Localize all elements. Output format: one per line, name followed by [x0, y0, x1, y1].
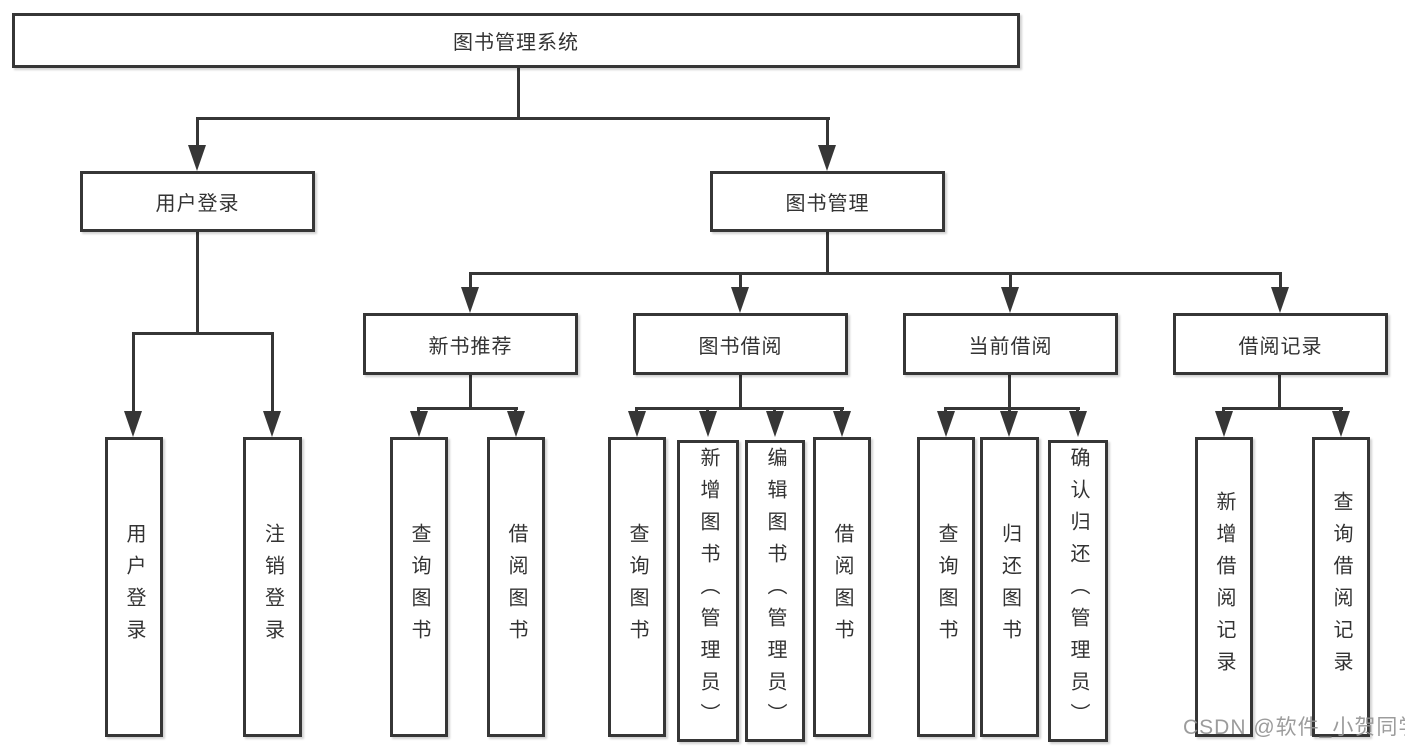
node-add-borrow-record: 新增借阅记录 [1195, 437, 1253, 737]
node-label: 编辑图书（管理员） [764, 447, 786, 735]
connector-rec-rail [417, 407, 518, 410]
node-query-books: 查询图书 [917, 437, 975, 737]
connector-current-rail [944, 407, 1080, 410]
node-label: 新增借阅记录 [1213, 491, 1235, 683]
arrow-down-icon [461, 287, 479, 313]
connector-records-rail [1222, 407, 1343, 410]
node-book-borrowing: 图书借阅 [633, 313, 848, 375]
arrow-down-icon [1332, 411, 1350, 437]
arrow-down-icon [188, 145, 206, 171]
connector-login-rail [132, 332, 274, 335]
arrow-down-icon [766, 411, 784, 437]
arrow-down-icon [731, 287, 749, 313]
node-label: 查询图书 [626, 523, 648, 651]
node-label: 图书管理 [785, 193, 870, 215]
node-borrow-books: 借阅图书 [487, 437, 545, 737]
connector-drop [1009, 272, 1012, 289]
node-confirm-return-admin: 确认归还（管理员） [1048, 440, 1108, 742]
node-current-borrowing: 当前借阅 [903, 313, 1118, 375]
node-query-borrow-record: 查询借阅记录 [1312, 437, 1370, 737]
node-label: 注销登录 [261, 523, 284, 651]
connector-login-stem [196, 232, 199, 335]
arrow-down-icon [818, 145, 836, 171]
node-label: 用户登录 [155, 193, 240, 215]
arrow-down-icon [1215, 411, 1233, 437]
connector-drop [1279, 272, 1282, 289]
connector-borrow-rail [635, 407, 844, 410]
connector-rec-stem [469, 375, 472, 410]
connector-mgmt-drop [826, 117, 829, 149]
node-label: 借阅图书 [505, 523, 527, 651]
node-new-book-recommendation: 新书推荐 [363, 313, 578, 375]
connector-mgmt-rail [469, 272, 1282, 275]
node-label: 图书管理系统 [453, 32, 579, 54]
arrow-down-icon [507, 411, 525, 437]
arrow-down-icon [263, 411, 281, 437]
node-label: 借阅图书 [831, 523, 853, 651]
node-add-book-admin: 新增图书（管理员） [677, 440, 739, 742]
node-label: 新增图书（管理员） [697, 447, 719, 735]
node-edit-book-admin: 编辑图书（管理员） [745, 440, 805, 742]
node-label: 图书借阅 [698, 335, 783, 358]
node-logout: 注销登录 [243, 437, 302, 737]
connector-mgmt-stem [826, 232, 829, 275]
connector-login-drop [196, 117, 199, 149]
node-label: 当前借阅 [968, 335, 1053, 358]
node-label: 用户登录 [123, 523, 145, 651]
node-label: 新书推荐 [428, 335, 513, 358]
node-book-management: 图书管理 [710, 171, 945, 232]
connector-root-stem [517, 67, 520, 120]
node-query-books: 查询图书 [608, 437, 666, 737]
node-label: 确认归还（管理员） [1067, 447, 1089, 735]
connector-drop [469, 272, 472, 289]
connector-drop [739, 272, 742, 289]
node-return-books: 归还图书 [980, 437, 1039, 737]
node-user-login: 用户登录 [105, 437, 163, 737]
arrow-down-icon [699, 411, 717, 437]
connector-borrow-stem [739, 375, 742, 410]
node-label: 查询图书 [408, 523, 430, 651]
csdn-watermark: CSDN @软件_小贺同学 [1183, 716, 1405, 739]
arrow-down-icon [1271, 287, 1289, 313]
arrow-down-icon [1001, 287, 1019, 313]
connector-records-stem [1278, 375, 1281, 410]
node-library-management-system: 图书管理系统 [12, 13, 1020, 68]
node-label: 借阅记录 [1238, 335, 1323, 358]
node-label: 查询借阅记录 [1330, 491, 1352, 683]
node-query-books: 查询图书 [390, 437, 448, 737]
node-user-login-group: 用户登录 [80, 171, 315, 232]
connector-current-stem [1008, 375, 1011, 410]
connector-drop [132, 332, 135, 413]
arrow-down-icon [1069, 411, 1087, 437]
arrow-down-icon [410, 411, 428, 437]
arrow-down-icon [1000, 411, 1018, 437]
arrow-down-icon [833, 411, 851, 437]
node-borrow-books: 借阅图书 [813, 437, 871, 737]
arrow-down-icon [937, 411, 955, 437]
node-label: 查询图书 [935, 523, 957, 651]
connector-root-rail [196, 117, 830, 120]
arrow-down-icon [124, 411, 142, 437]
node-borrowing-records: 借阅记录 [1173, 313, 1388, 375]
node-label: 归还图书 [998, 523, 1021, 651]
connector-drop [271, 332, 274, 413]
arrow-down-icon [628, 411, 646, 437]
